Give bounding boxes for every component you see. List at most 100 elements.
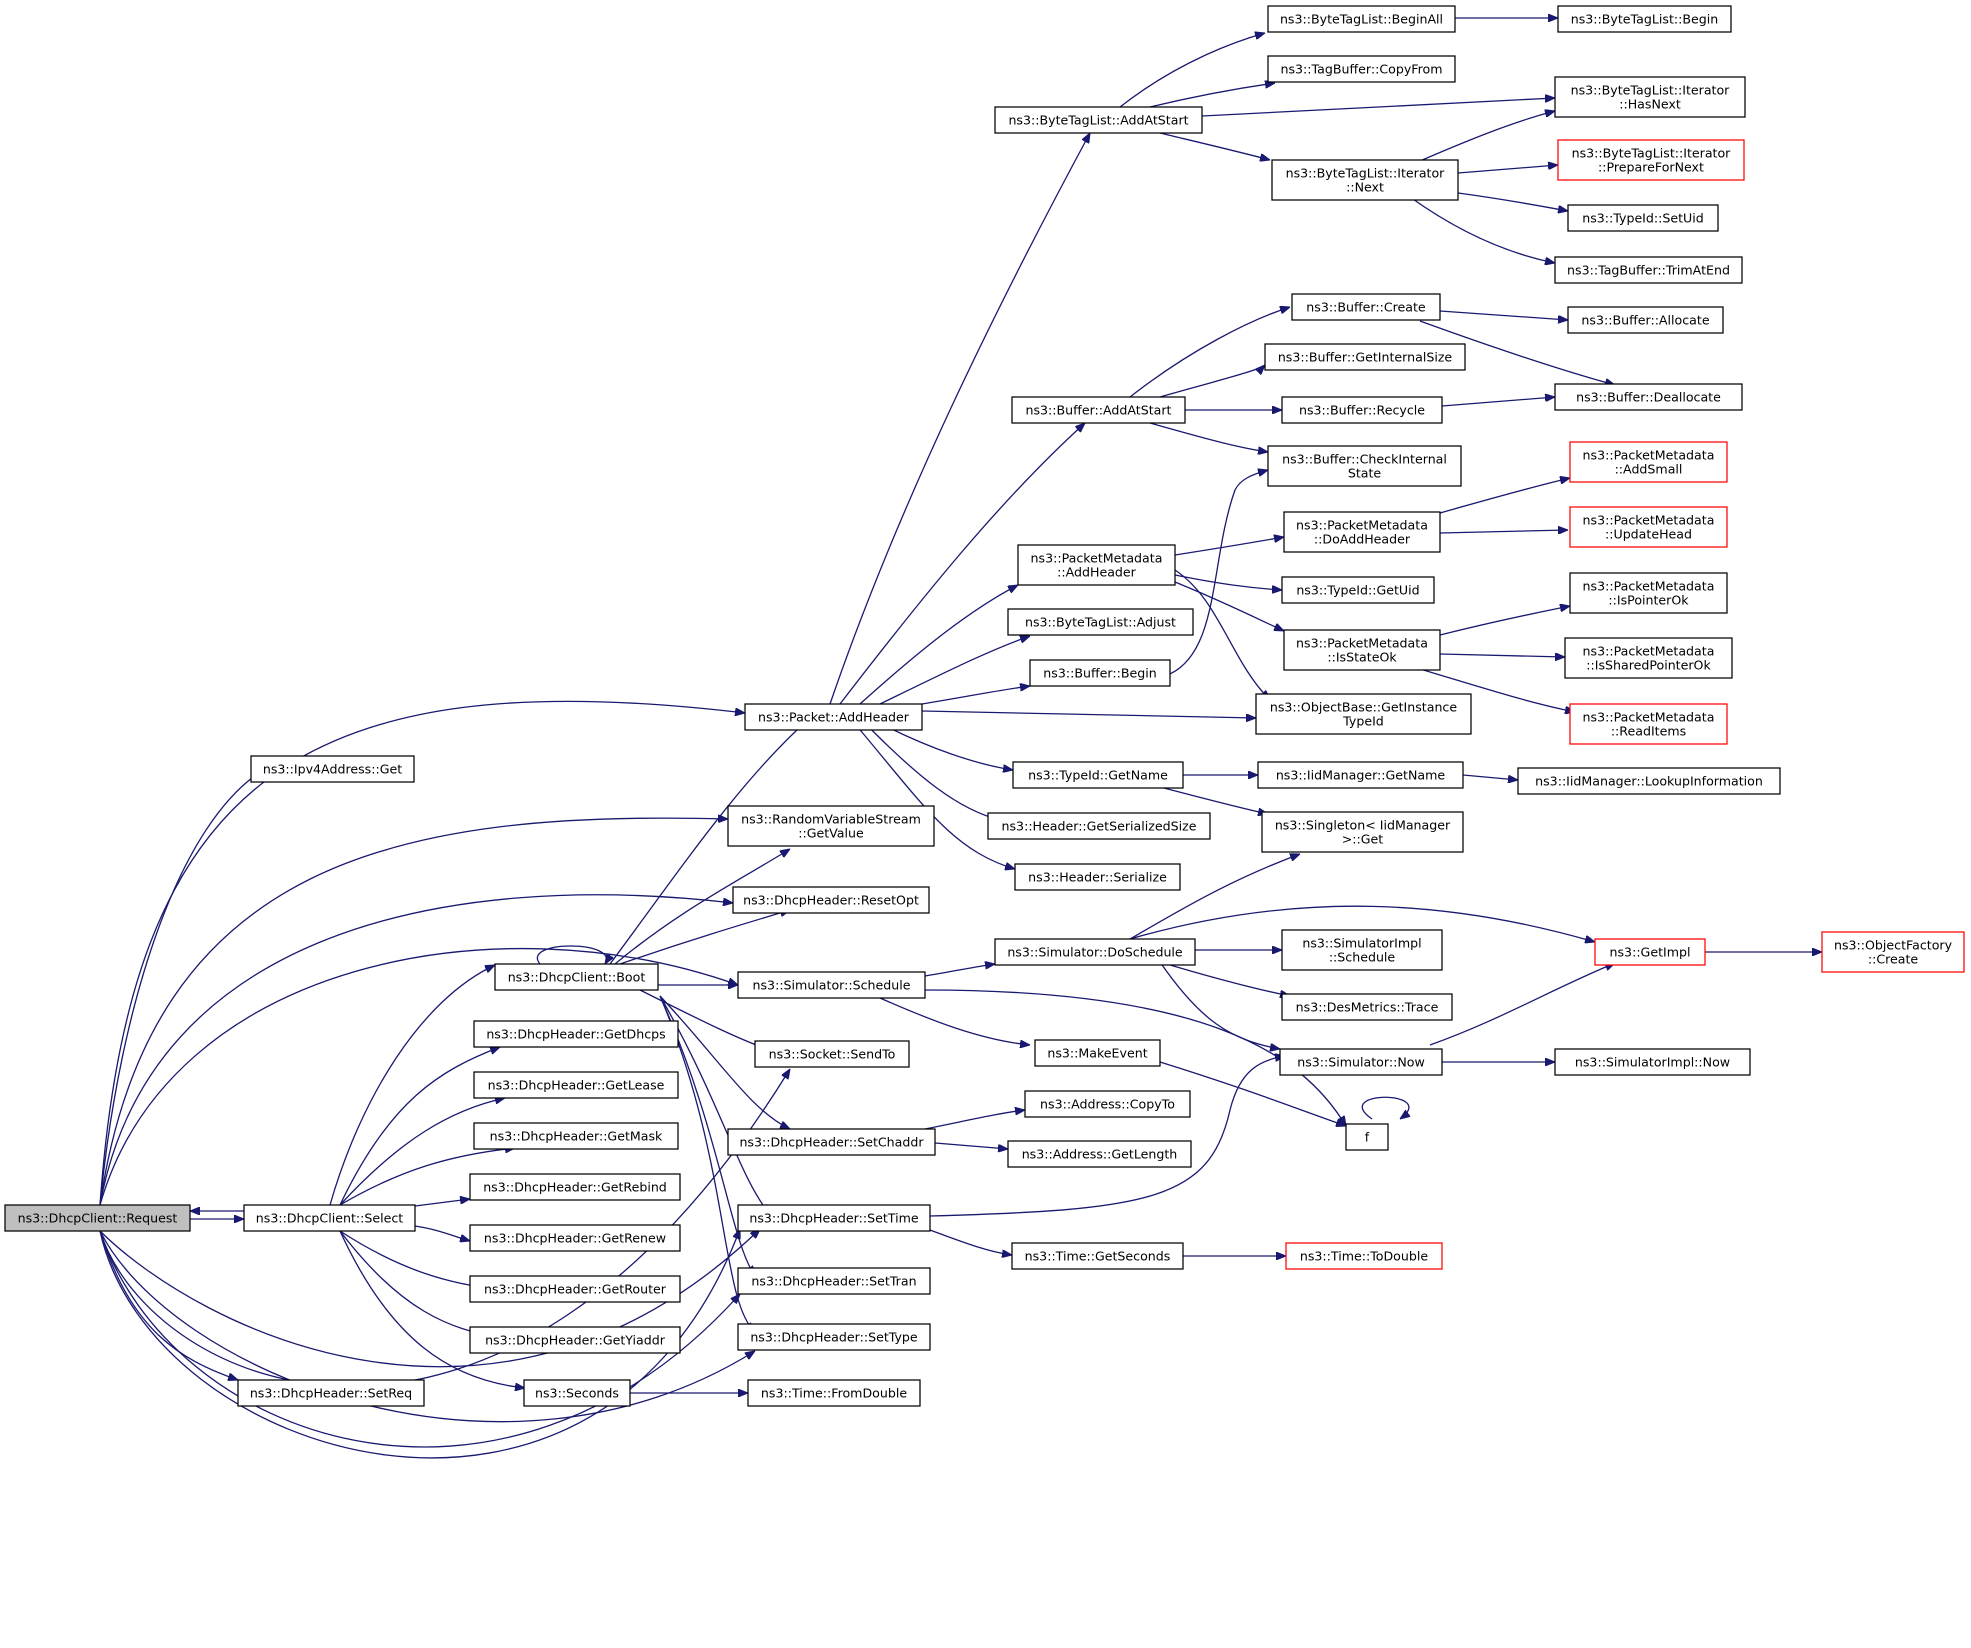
node-setreq[interactable]: ns3::DhcpHeader::SetReq xyxy=(237,1379,425,1407)
node-label: ns3::ByteTagList::Adjust xyxy=(1025,615,1176,630)
node-hdrserialize[interactable]: ns3::Header::Serialize xyxy=(1014,863,1181,891)
edge-makeevent-f xyxy=(1159,1061,1346,1126)
node-tagbuftrimatend[interactable]: ns3::TagBuffer::TrimAtEnd xyxy=(1554,256,1743,284)
node-bufrecycle[interactable]: ns3::Buffer::Recycle xyxy=(1281,396,1443,424)
node-pmaddsmall[interactable]: ns3::PacketMetadata::AddSmall xyxy=(1569,441,1728,483)
node-label: ::Next xyxy=(1346,180,1384,195)
node-bufaddatstart[interactable]: ns3::Buffer::AddAtStart xyxy=(1011,396,1186,424)
node-iidgetname[interactable]: ns3::IidManager::GetName xyxy=(1257,761,1464,789)
node-label: ns3::MakeEvent xyxy=(1047,1046,1147,1061)
node-getdhcps[interactable]: ns3::DhcpHeader::GetDhcps xyxy=(473,1020,679,1048)
node-addheader[interactable]: ns3::Packet::AddHeader xyxy=(744,703,923,731)
node-addrcopyto[interactable]: ns3::Address::CopyTo xyxy=(1024,1090,1191,1118)
node-timegetseconds[interactable]: ns3::Time::GetSeconds xyxy=(1011,1242,1184,1270)
node-pmispointerok[interactable]: ns3::PacketMetadata::IsPointerOk xyxy=(1569,572,1728,614)
node-label: ns3::IidManager::LookupInformation xyxy=(1535,774,1763,789)
node-timetodouble[interactable]: ns3::Time::ToDouble xyxy=(1285,1242,1443,1270)
node-pmisstateok[interactable]: ns3::PacketMetadata::IsStateOk xyxy=(1283,629,1441,671)
node-ipv4get[interactable]: ns3::Ipv4Address::Get xyxy=(250,755,415,783)
node-objfactorycreate[interactable]: ns3::ObjectFactory::Create xyxy=(1821,931,1965,973)
node-simnow[interactable]: ns3::Simulator::Now xyxy=(1279,1048,1443,1076)
node-btlbegin[interactable]: ns3::ByteTagList::Begin xyxy=(1557,5,1732,33)
node-simimplschedule[interactable]: ns3::SimulatorImpl::Schedule xyxy=(1281,929,1443,971)
node-label: ns3::SimulatorImpl xyxy=(1302,936,1421,951)
node-label: ns3::DhcpClient::Boot xyxy=(508,970,646,985)
edge-select-seconds xyxy=(339,1230,525,1388)
node-singletonget[interactable]: ns3::Singleton< IidManager >::Get xyxy=(1261,811,1464,853)
node-getrebind[interactable]: ns3::DhcpHeader::GetRebind xyxy=(469,1173,681,1201)
node-btladjust[interactable]: ns3::ByteTagList::Adjust xyxy=(1007,608,1194,636)
node-getlease[interactable]: ns3::DhcpHeader::GetLease xyxy=(473,1071,679,1099)
node-getrenew[interactable]: ns3::DhcpHeader::GetRenew xyxy=(469,1224,681,1252)
node-resetopt[interactable]: ns3::DhcpHeader::ResetOpt xyxy=(732,886,930,914)
node-label: ns3::Address::CopyTo xyxy=(1040,1097,1175,1112)
node-label: ns3::DhcpHeader::SetReq xyxy=(250,1386,412,1401)
node-label: ::GetValue xyxy=(798,826,864,841)
node-rvsgetvalue[interactable]: ns3::RandomVariableStream::GetValue xyxy=(727,805,935,847)
node-label: ns3::IidManager::GetName xyxy=(1276,768,1446,783)
node-settran[interactable]: ns3::DhcpHeader::SetTran xyxy=(737,1267,931,1295)
node-btliternext[interactable]: ns3::ByteTagList::Iterator::Next xyxy=(1271,159,1459,201)
edge-pmaddheader-pmdoaddheader xyxy=(1174,537,1284,556)
node-getrouter[interactable]: ns3::DhcpHeader::GetRouter xyxy=(469,1275,681,1303)
node-getmask[interactable]: ns3::DhcpHeader::GetMask xyxy=(473,1122,679,1150)
node-box xyxy=(1594,938,1706,966)
node-makeevent[interactable]: ns3::MakeEvent xyxy=(1034,1039,1161,1067)
node-label: ns3::Header::GetSerializedSize xyxy=(1002,819,1197,834)
node-boot[interactable]: ns3::DhcpClient::Boot xyxy=(494,963,659,991)
node-label: ::IsSharedPointerOk xyxy=(1586,658,1711,673)
node-label: ns3::ObjectFactory xyxy=(1834,938,1953,953)
node-typeidsetuid[interactable]: ns3::TypeId::SetUid xyxy=(1567,204,1719,232)
node-pmdoaddheader[interactable]: ns3::PacketMetadata::DoAddHeader xyxy=(1283,511,1441,553)
node-setchaddr[interactable]: ns3::DhcpHeader::SetChaddr xyxy=(727,1128,936,1156)
node-tagbufcopyfrom[interactable]: ns3::TagBuffer::CopyFrom xyxy=(1267,55,1456,83)
edge-request-sendto xyxy=(99,1069,790,1387)
edge-request-settime-b xyxy=(99,1229,740,1459)
node-bufbegin[interactable]: ns3::Buffer::Begin xyxy=(1029,659,1171,687)
node-label: State xyxy=(1348,466,1382,481)
node-sendto[interactable]: ns3::Socket::SendTo xyxy=(754,1040,910,1068)
node-simimplnow[interactable]: ns3::SimulatorImpl::Now xyxy=(1554,1048,1751,1076)
edge-pmdoaddheader-pmaddsmall xyxy=(1439,478,1570,514)
node-pmreaditems[interactable]: ns3::PacketMetadata::ReadItems xyxy=(1569,703,1728,745)
node-settype[interactable]: ns3::DhcpHeader::SetType xyxy=(737,1323,931,1351)
node-request[interactable]: ns3::DhcpClient::Request xyxy=(4,1204,191,1232)
node-label: ns3::DhcpClient::Request xyxy=(18,1211,178,1226)
edge-setchaddr-addrcopyto xyxy=(919,1110,1025,1131)
node-bufcreate[interactable]: ns3::Buffer::Create xyxy=(1291,293,1441,321)
node-btlpreparefornext[interactable]: ns3::ByteTagList::Iterator::PrepareForNe… xyxy=(1557,139,1745,181)
node-pmupdatehead[interactable]: ns3::PacketMetadata::UpdateHead xyxy=(1569,506,1728,548)
node-select[interactable]: ns3::DhcpClient::Select xyxy=(243,1204,416,1232)
node-btladdatstart[interactable]: ns3::ByteTagList::AddAtStart xyxy=(994,106,1203,134)
node-fromdouble[interactable]: ns3::Time::FromDouble xyxy=(747,1379,921,1407)
node-label: ns3::DhcpHeader::GetRouter xyxy=(484,1282,667,1297)
node-btlbeginall[interactable]: ns3::ByteTagList::BeginAll xyxy=(1267,5,1456,33)
node-pmissharedpointerok[interactable]: ns3::PacketMetadata::IsSharedPointerOk xyxy=(1564,637,1733,679)
node-iidlookupinfo[interactable]: ns3::IidManager::LookupInformation xyxy=(1517,767,1781,795)
node-addrgetlength[interactable]: ns3::Address::GetLength xyxy=(1007,1140,1192,1168)
edge-select-getdhcps xyxy=(339,1047,500,1206)
node-settime[interactable]: ns3::DhcpHeader::SetTime xyxy=(737,1204,931,1232)
node-box xyxy=(1281,576,1435,604)
node-typeidgetname[interactable]: ns3::TypeId::GetName xyxy=(1012,761,1184,789)
node-seconds[interactable]: ns3::Seconds xyxy=(523,1379,631,1407)
node-pmaddheader[interactable]: ns3::PacketMetadata::AddHeader xyxy=(1017,544,1176,586)
node-hdrgetsersize[interactable]: ns3::Header::GetSerializedSize xyxy=(987,812,1211,840)
node-getimpl[interactable]: ns3::GetImpl xyxy=(1594,938,1706,966)
node-f[interactable]: f xyxy=(1345,1123,1389,1151)
node-box xyxy=(250,755,415,783)
node-desmetricstrace[interactable]: ns3::DesMetrics::Trace xyxy=(1281,993,1453,1021)
node-bufdeallocate[interactable]: ns3::Buffer::Deallocate xyxy=(1554,383,1743,411)
node-typeidgetuid[interactable]: ns3::TypeId::GetUid xyxy=(1281,576,1435,604)
edge-select-getmask xyxy=(339,1148,515,1206)
node-bufgetinternalsize[interactable]: ns3::Buffer::GetInternalSize xyxy=(1264,343,1466,371)
node-label: ns3::Simulator::DoSchedule xyxy=(1007,945,1183,960)
node-doschedule[interactable]: ns3::Simulator::DoSchedule xyxy=(994,938,1196,966)
node-getyiaddr[interactable]: ns3::DhcpHeader::GetYiaddr xyxy=(469,1326,681,1354)
node-bufallocate[interactable]: ns3::Buffer::Allocate xyxy=(1567,306,1724,334)
node-box xyxy=(1271,159,1459,201)
node-btlhasnext[interactable]: ns3::ByteTagList::Iterator::HasNext xyxy=(1554,76,1746,118)
node-schedule[interactable]: ns3::Simulator::Schedule xyxy=(737,971,926,999)
